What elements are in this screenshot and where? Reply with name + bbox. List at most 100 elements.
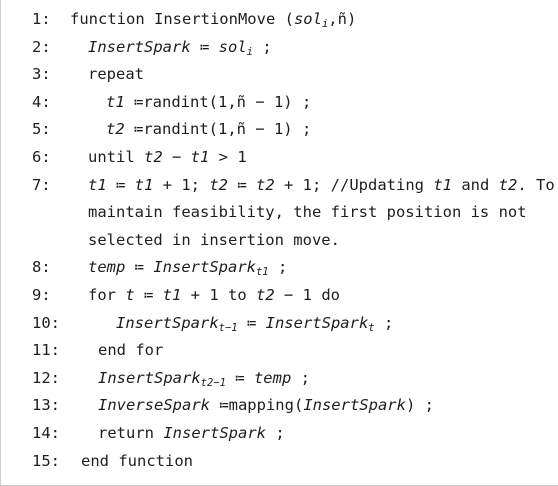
algorithm-line-7-cont-1: maintain feasibility, the first position…: [1, 199, 558, 227]
code-text: ≔randint(1,ñ − 1) ;: [124, 120, 312, 139]
math-var: t2: [144, 147, 163, 166]
math-var: t: [125, 285, 135, 304]
line-number: 4:: [32, 92, 51, 111]
code-text: repeat: [88, 65, 144, 84]
line-number: 13:: [32, 396, 60, 415]
line-code: maintain feasibility, the first position…: [88, 199, 527, 227]
line-code: t1 ≔ t1 + 1; t2 ≔ t2 + 1; //Updating t1 …: [88, 172, 555, 200]
line-code: end function: [81, 448, 193, 476]
line-code: until t2 − t1 > 1: [88, 144, 247, 172]
code-text: for: [88, 285, 126, 304]
code-text: ≔: [125, 258, 154, 277]
code-text: ;: [374, 313, 394, 332]
math-var: InsertSpark: [303, 396, 406, 415]
code-text: end function: [81, 451, 193, 470]
line-number: 3:: [32, 65, 51, 84]
line-number: 15:: [32, 451, 60, 470]
math-var: t2: [209, 175, 229, 194]
algorithm-line-1: 1: function InsertionMove (soli,ñ): [1, 6, 558, 34]
code-text: + 1; //Updating: [274, 175, 434, 194]
algorithm-line-6: 6: until t2 − t1 > 1: [1, 144, 558, 172]
line-code: return InsertSpark ;: [98, 420, 285, 448]
code-text: ) ;: [405, 396, 434, 415]
code-text: ≔randint(1,ñ − 1) ;: [124, 92, 312, 111]
math-subscript: t2−1: [200, 376, 226, 389]
algorithm-listing: 1: function InsertionMove (soli,ñ) 2: In…: [1, 6, 558, 475]
line-number: 6:: [32, 147, 51, 166]
code-text: ;: [291, 368, 310, 387]
algorithm-line-13: 13: InverseSpark ≔mapping(InsertSpark) ;: [1, 392, 558, 420]
math-var: InsertSpark: [153, 258, 256, 277]
code-text: ≔mapping(: [209, 396, 304, 415]
line-number: 8:: [32, 258, 51, 277]
line-code: repeat: [88, 61, 144, 89]
line-number: 1:: [32, 10, 51, 28]
code-text: ;: [252, 37, 272, 56]
code-text: return: [98, 423, 164, 442]
math-var: InverseSpark: [98, 396, 210, 415]
line-code: t1 ≔randint(1,ñ − 1) ;: [106, 89, 311, 117]
math-var: t2: [106, 120, 125, 139]
math-var: t1: [88, 175, 107, 194]
line-code: end for: [98, 337, 163, 365]
code-text: − 1 do: [274, 285, 340, 304]
line-number: 12:: [32, 368, 60, 387]
math-var: t1: [433, 175, 452, 194]
math-var: t2: [498, 175, 518, 194]
code-text: ≔: [190, 37, 219, 56]
algorithm-line-10: 10: InsertSparkt−1 ≔ InsertSparkt ;: [1, 310, 558, 338]
line-number: 11:: [32, 341, 60, 360]
algorithm-line-15: 15: end function: [1, 448, 558, 476]
math-var: temp: [253, 368, 292, 387]
code-text: ,ñ): [328, 10, 357, 28]
math-subscript: i: [321, 18, 329, 30]
line-code: InsertSpark ≔ soli ;: [88, 34, 272, 62]
algorithm-line-7: 7: t1 ≔ t1 + 1; t2 ≔ t2 + 1; //Updating …: [1, 172, 558, 200]
math-var: InsertSpark: [116, 313, 219, 332]
code-text: ≔: [228, 175, 257, 194]
code-text: end for: [98, 341, 164, 360]
code-text: and: [452, 175, 499, 194]
math-var: InsertSpark: [163, 423, 266, 442]
math-var: t1: [134, 175, 154, 194]
algorithm-line-9: 9: for t ≔ t1 + 1 to t2 − 1 do: [1, 282, 558, 310]
math-var: sol: [293, 10, 322, 28]
algorithm-line-5: 5: t2 ≔randint(1,ñ − 1) ;: [1, 116, 558, 144]
code-text: > 1: [209, 147, 247, 166]
math-var: temp: [88, 258, 126, 277]
code-text: ≔: [225, 368, 254, 387]
code-text: ≔: [134, 285, 163, 304]
line-code: function InsertionMove (soli,ñ): [70, 6, 356, 34]
algorithm-line-4: 4: t1 ≔randint(1,ñ − 1) ;: [1, 89, 558, 117]
code-text: maintain feasibility, the first position…: [88, 203, 527, 222]
algorithm-line-2: 2: InsertSpark ≔ soli ;: [1, 34, 558, 62]
math-var: t1: [190, 147, 210, 166]
math-var: InsertSpark: [88, 37, 191, 56]
line-code: for t ≔ t1 + 1 to t2 − 1 do: [88, 282, 340, 310]
line-code: InverseSpark ≔mapping(InsertSpark) ;: [98, 392, 434, 420]
math-var: t2: [256, 285, 275, 304]
line-number: 5:: [32, 120, 51, 139]
code-text: until: [88, 147, 144, 166]
code-text: + 1;: [153, 175, 210, 194]
line-number: 10:: [32, 313, 60, 332]
line-code: InsertSparkt−1 ≔ InsertSparkt ;: [116, 310, 393, 338]
math-subscript: t1: [255, 266, 269, 279]
code-text: + 1 to: [181, 285, 256, 304]
math-var: t1: [106, 92, 125, 111]
code-text: . To: [517, 175, 555, 194]
code-text: function InsertionMove (: [70, 10, 294, 28]
algorithm-line-7-cont-2: selected in insertion move.: [1, 227, 558, 255]
code-text: selected in insertion move.: [88, 230, 340, 249]
math-subscript: t−1: [218, 321, 238, 334]
math-var: t2: [256, 175, 275, 194]
algorithm-line-11: 11: end for: [1, 337, 558, 365]
algorithm-line-3: 3: repeat: [1, 61, 558, 89]
line-number: 7:: [32, 175, 51, 194]
math-subscript: t: [368, 321, 375, 334]
algorithm-line-12: 12: InsertSparkt2−1 ≔ temp ;: [1, 365, 558, 393]
code-text: ≔: [237, 313, 266, 332]
algorithm-line-8: 8: temp ≔ InsertSparkt1 ;: [1, 254, 558, 282]
line-code: selected in insertion move.: [88, 227, 340, 255]
